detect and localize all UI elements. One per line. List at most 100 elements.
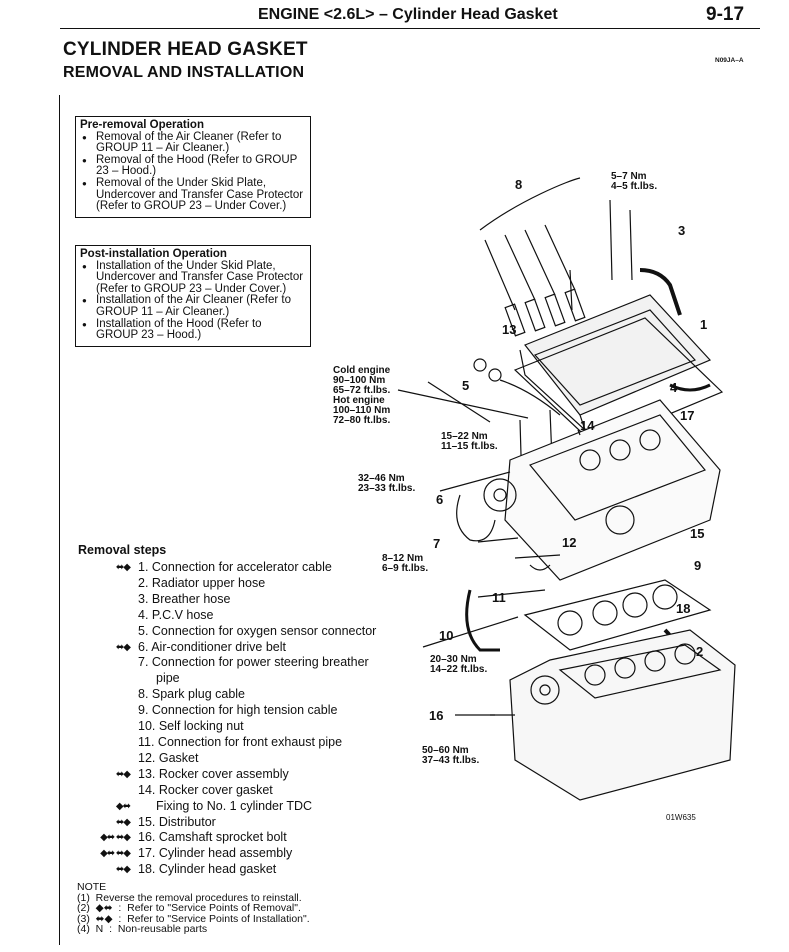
removal-step-text: 9. Connection for high tension cable — [138, 703, 338, 718]
post-installation-heading: Post-installation Operation — [80, 248, 227, 260]
note-block: NOTE (1) Reverse the removal procedures … — [77, 882, 310, 935]
callout-16: 16 — [429, 708, 444, 723]
callout-13: 13 — [502, 322, 517, 337]
service-point-mark: ⬌◆ — [115, 562, 131, 573]
removal-step: 14. Rocker cover gasket — [60, 783, 420, 799]
removal-step-text: 10. Self locking nut — [138, 719, 244, 734]
removal-step: ⬌◆ 15. Distributor — [60, 815, 420, 831]
service-point-mark: ⬌◆ — [115, 816, 131, 828]
callout-7: 7 — [433, 536, 441, 551]
removal-step-text: 8. Spark plug cable — [138, 687, 246, 702]
removal-step-text: 1. Connection for accelerator cable — [138, 560, 332, 574]
engine-illustration — [397, 177, 736, 801]
callout-18: 18 — [676, 601, 691, 616]
removal-step-text: 18. Cylinder head gasket — [138, 862, 277, 877]
figure-code: 01W635 — [666, 813, 696, 822]
removal-step: ◆⬌ Fixing to No. 1 cylinder TDC — [60, 799, 420, 815]
running-header-title: ENGINE <2.6L> – Cylinder Head Gasket — [258, 6, 558, 23]
note-line: (2) ◆⬌ : Refer to "Service Points of Rem… — [77, 902, 301, 915]
pre-removal-list: Removal of the Air Cleaner (Refer to GRO… — [80, 131, 306, 213]
list-item: Installation of the Air Cleaner (Refer t… — [80, 295, 306, 318]
service-point-mark: ⬌◆ — [115, 768, 131, 780]
removal-step-text: 11. Connection for front exhaust pipe — [138, 734, 343, 749]
header-rule — [60, 28, 760, 29]
callout-14: 14 — [580, 418, 595, 433]
note-line: (3) ⬌◆ : Refer to "Service Points of Ins… — [77, 912, 310, 925]
removal-step: ◆⬌ ⬌◆ 17. Cylinder head assembly — [60, 846, 420, 862]
removal-step-text: 7. Connection for power steering breathe… — [138, 655, 369, 670]
removal-step-text: 4. P.C.V hose — [138, 607, 214, 622]
service-point-mark: ⬌◆ — [115, 641, 131, 653]
section-title: CYLINDER HEAD GASKET — [63, 39, 308, 60]
removal-step: ⬌◆ 13. Rocker cover assembly — [60, 767, 420, 783]
callout-3: 3 — [678, 223, 686, 238]
callout-17: 17 — [680, 408, 695, 423]
removal-step-text: 16. Camshaft sprocket bolt — [138, 830, 287, 845]
removal-step-text: 15. Distributor — [138, 814, 216, 829]
removal-step-text: 13. Rocker cover assembly — [138, 766, 289, 781]
removal-step: 2. Radiator upper hose — [60, 576, 420, 592]
removal-step: 8. Spark plug cable — [60, 687, 420, 703]
callout-4: 4 — [670, 380, 678, 395]
page-number: 9-17 — [706, 4, 745, 25]
callout-8: 8 — [515, 177, 523, 192]
note-line: (4) N : Non-reusable parts — [77, 923, 208, 936]
removal-step-continuation: pipe — [156, 671, 180, 686]
list-item: Installation of the Hood (Refer to GROUP… — [80, 318, 306, 342]
post-installation-box: Post-installation Operation Installation… — [75, 245, 311, 347]
removal-step: 12. Gasket — [60, 751, 420, 767]
removal-step: ⬌◆ 6. Air-conditioner drive belt — [60, 640, 420, 656]
note-line: (1) Reverse the removal procedures to re… — [77, 891, 302, 904]
callout-6: 6 — [436, 492, 444, 507]
removal-step-text: 3. Breather hose — [138, 591, 231, 606]
removal-steps-heading: Removal steps — [78, 543, 167, 557]
section-subtitle: REMOVAL AND INSTALLATION — [63, 64, 305, 81]
removal-step-text: 5. Connection for oxygen sensor connecto… — [138, 623, 377, 638]
note-heading: NOTE — [77, 881, 107, 893]
removal-step-text: 12. Gasket — [138, 750, 199, 765]
margin-rule — [59, 95, 60, 945]
removal-step: 4. P.C.V hose — [60, 608, 420, 624]
pre-removal-heading: Pre-removal Operation — [80, 119, 204, 131]
service-point-mark: ◆⬌ ⬌◆ — [100, 832, 131, 844]
list-item: Removal of the Hood (Refer to GROUP 23 –… — [80, 154, 306, 178]
removal-step: ◆⬌ ⬌◆ 16. Camshaft sprocket bolt — [60, 830, 420, 846]
callout-15: 15 — [690, 526, 705, 541]
removal-step-text: 14. Rocker cover gasket — [138, 782, 273, 797]
removal-step: ⬌◆ 1. Connection for accelerator cable — [60, 560, 420, 576]
service-point-mark: ◆⬌ ⬌◆ — [100, 848, 131, 860]
removal-step: 11. Connection for front exhaust pipe — [60, 735, 420, 751]
service-point-mark: ⬌◆ — [115, 864, 131, 876]
pre-removal-box: Pre-removal Operation Removal of the Air… — [75, 116, 311, 218]
removal-step: 10. Self locking nut — [60, 719, 420, 735]
removal-step: 9. Connection for high tension cable — [60, 703, 420, 719]
removal-step: ⬌◆ 18. Cylinder head gasket — [60, 862, 420, 878]
removal-step: 7. Connection for power steering breathe… — [60, 655, 420, 687]
section-code: N09JA–A — [715, 57, 744, 64]
removal-step: 5. Connection for oxygen sensor connecto… — [60, 624, 420, 640]
callout-9: 9 — [694, 558, 702, 573]
removal-step: 3. Breather hose — [60, 592, 420, 608]
removal-step-text: 2. Radiator upper hose — [138, 575, 266, 590]
removal-step-text: 6. Air-conditioner drive belt — [138, 639, 286, 654]
removal-step-text: Fixing to No. 1 cylinder TDC — [156, 798, 313, 813]
callout-5: 5 — [462, 378, 470, 393]
callout-1: 1 — [700, 317, 708, 332]
list-item: Installation of the Under Skid Plate, Un… — [80, 260, 306, 296]
service-point-mark: ◆⬌ — [115, 800, 131, 812]
callout-11: 11 — [492, 590, 506, 605]
callout-10: 10 — [439, 628, 454, 643]
callout-12: 12 — [562, 535, 577, 550]
exploded-engine-diagram: 8 3 1 13 5 4 14 17 6 7 15 12 9 11 18 10 … — [330, 160, 780, 820]
callout-2: 2 — [696, 644, 704, 659]
removal-step-text: 17. Cylinder head assembly — [138, 846, 293, 861]
post-installation-list: Installation of the Under Skid Plate, Un… — [80, 260, 306, 342]
